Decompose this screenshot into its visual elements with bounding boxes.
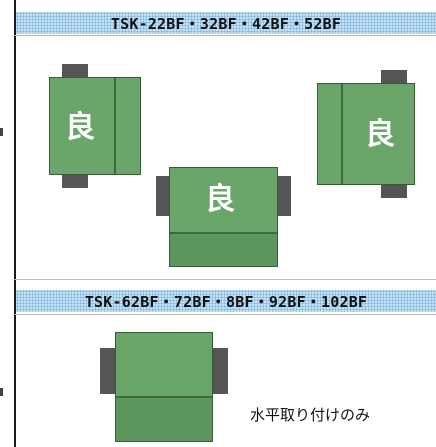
- body-seam: [114, 78, 116, 174]
- body-lower-shade: [170, 234, 277, 266]
- top-flange: [381, 70, 407, 86]
- left-flange: [100, 348, 116, 394]
- top-flange: [62, 64, 88, 80]
- margin-mark: [0, 388, 3, 396]
- left-flange: [156, 176, 170, 216]
- section-2-header: TSK-62BF・72BF・8BF・92BF・102BF: [16, 290, 436, 312]
- body-seam: [116, 396, 212, 398]
- section-1-header: TSK-22BF・32BF・42BF・52BF: [16, 12, 436, 34]
- unit-label: 良: [65, 110, 95, 145]
- divider: [14, 35, 436, 36]
- unit-label: 良: [365, 117, 395, 152]
- mounting-note: 水平取り付けのみ: [250, 406, 371, 424]
- diagram-frame: [14, 0, 436, 447]
- bottom-flange: [381, 182, 407, 198]
- divider: [14, 279, 436, 280]
- bottom-flange: [62, 172, 88, 188]
- body-seam: [170, 232, 277, 234]
- body-lower-shade: [116, 398, 212, 441]
- unit-label: 良: [205, 182, 235, 217]
- right-flange: [277, 176, 291, 216]
- divider: [14, 314, 436, 315]
- right-flange: [212, 348, 228, 394]
- unit-body: [317, 83, 415, 185]
- margin-mark: [0, 128, 3, 136]
- unit-body: [49, 77, 141, 175]
- body-seam: [341, 84, 343, 184]
